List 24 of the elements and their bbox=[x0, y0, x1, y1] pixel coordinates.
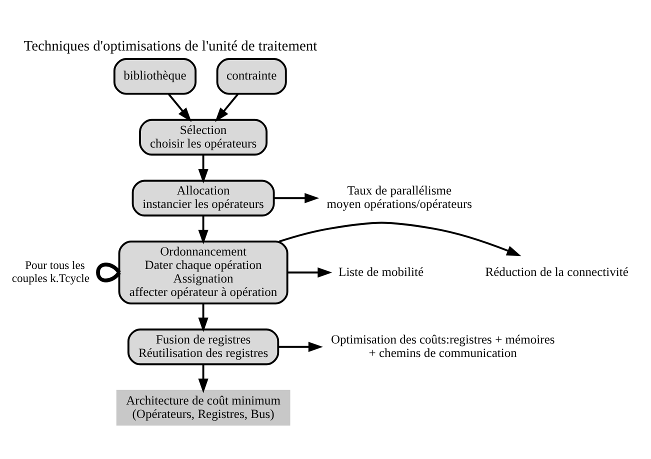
arrow bbox=[198, 303, 208, 332]
arrow bbox=[288, 266, 332, 278]
node-text: Liste de mobilité bbox=[338, 264, 424, 278]
diagram-title: Techniques d'optimisations de l'unité de traitement bbox=[24, 38, 318, 54]
arrow bbox=[278, 221, 522, 256]
arrow bbox=[274, 192, 320, 203]
arrow bbox=[198, 215, 208, 244]
node-text: Réduction de la connectivité bbox=[485, 264, 628, 278]
arrow bbox=[168, 92, 192, 122]
node-text: Optimisation des coûts:registres + mémoires + chemins de communication bbox=[330, 332, 555, 360]
edge-label: Pour tous les couples k.Tcycle bbox=[12, 258, 90, 284]
node-box: bibliothèque bbox=[113, 58, 197, 94]
connector bbox=[96, 262, 121, 282]
node-box: contrainte bbox=[216, 58, 287, 94]
node-box: Architecture de coût minimum (Opérateurs, Registres, Bus) bbox=[116, 389, 290, 426]
node-box: Ordonnancement Dater chaque opération Assignation affecter opérateur à opération bbox=[118, 240, 288, 304]
node-box: Allocation instancier les opérateurs bbox=[132, 179, 275, 216]
node-text: Taux de parallélisme moyen opérations/opérateurs bbox=[326, 183, 472, 211]
arrow bbox=[198, 154, 208, 184]
node-box: Fusion de registres Réutilisation des registres bbox=[127, 328, 280, 365]
arrow bbox=[198, 364, 208, 393]
arrow bbox=[278, 341, 323, 352]
arrow bbox=[215, 92, 239, 122]
node-box: Sélection choisir les opérateurs bbox=[139, 118, 268, 156]
